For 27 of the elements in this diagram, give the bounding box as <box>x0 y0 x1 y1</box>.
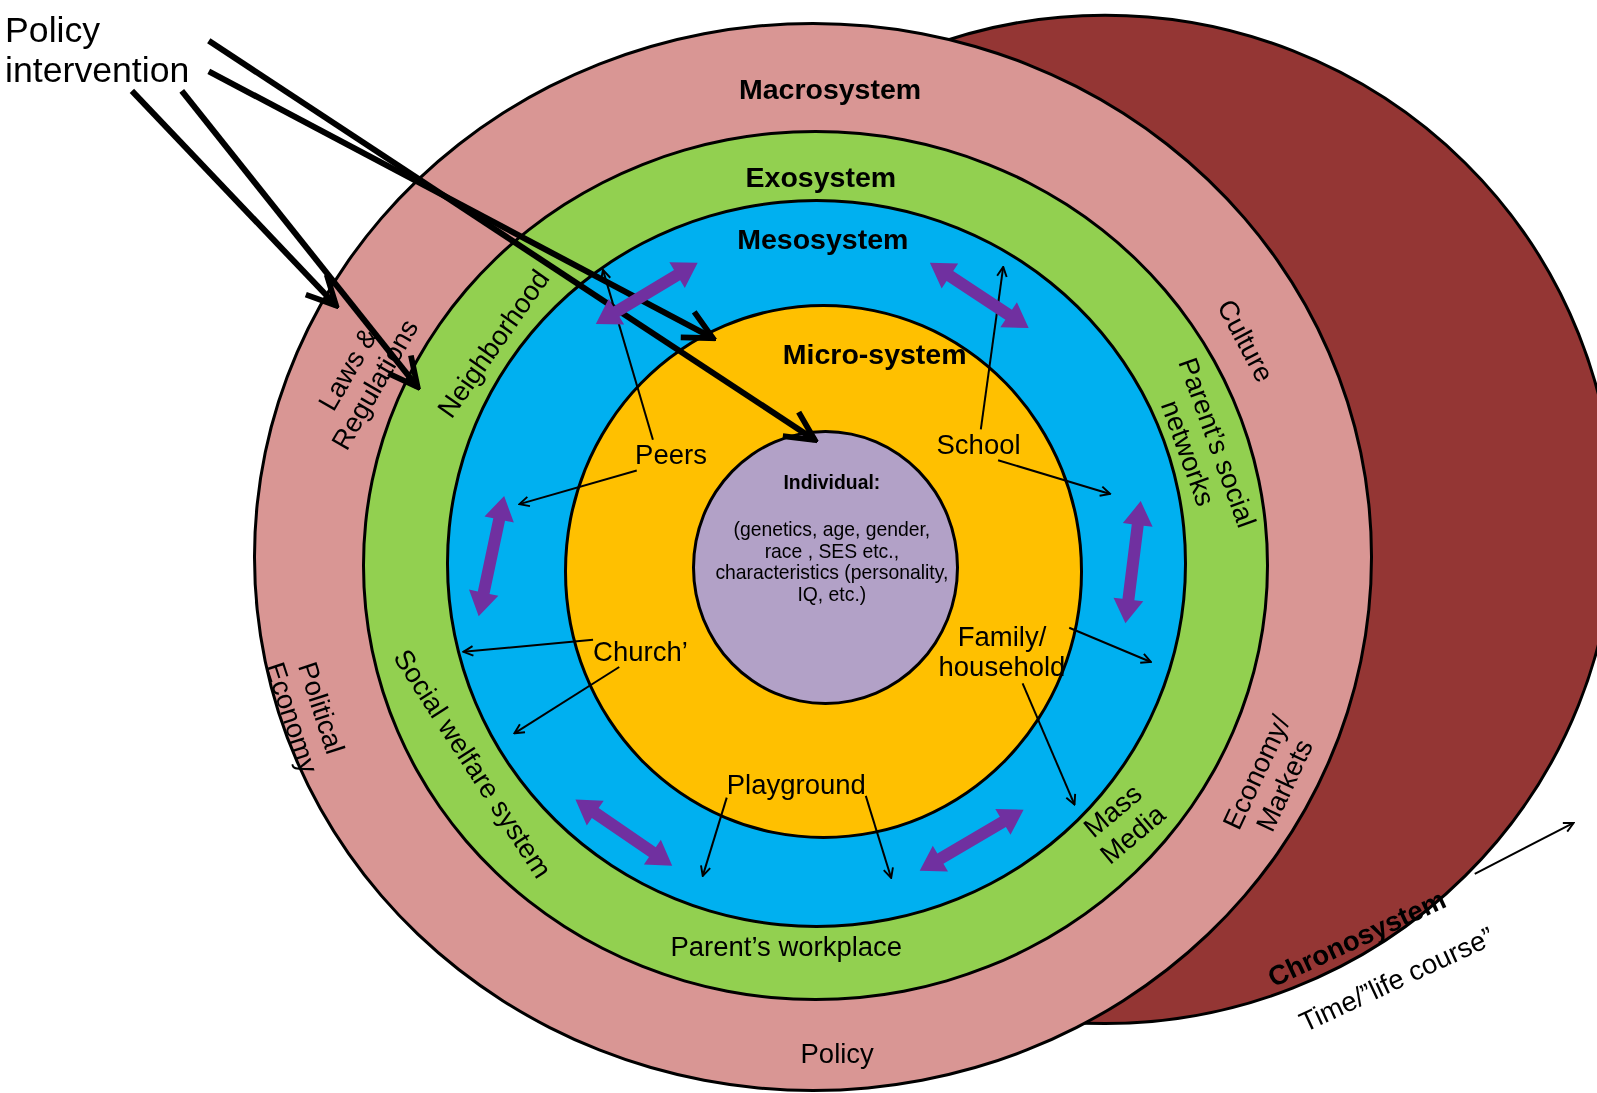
heading-label: Policy intervention <box>5 11 209 91</box>
category-label: Church’ <box>593 636 688 667</box>
ring-label: Parent’s workplace <box>670 931 903 963</box>
arrow <box>997 459 1112 497</box>
arrow <box>1021 682 1077 806</box>
arrow <box>129 88 339 309</box>
ring-label: Policy <box>800 1038 874 1070</box>
ring-title: Micro-system <box>782 339 967 372</box>
category-label: Peers <box>635 439 707 471</box>
arrow <box>864 794 894 879</box>
arrow <box>207 38 818 443</box>
ring-title: Mesosystem <box>737 224 909 257</box>
circle-title: Individual: <box>783 471 881 494</box>
arrow <box>518 469 638 508</box>
ring-title: Macrosystem <box>738 73 922 106</box>
arrow <box>1068 626 1152 664</box>
arrow <box>979 265 1008 431</box>
arrow <box>207 68 716 341</box>
arrow <box>700 796 728 877</box>
arrow <box>179 88 421 390</box>
arrow <box>600 268 654 441</box>
category-label: School <box>936 429 1021 461</box>
category-label: Family/ household <box>934 621 1070 684</box>
ring-title: Exosystem <box>745 162 897 195</box>
circle-text: (genetics, age, gender, race , SES etc., characteristics (personality, IQ, etc.) <box>714 518 949 606</box>
arrow <box>513 666 621 735</box>
category-label: Playground <box>726 769 866 801</box>
